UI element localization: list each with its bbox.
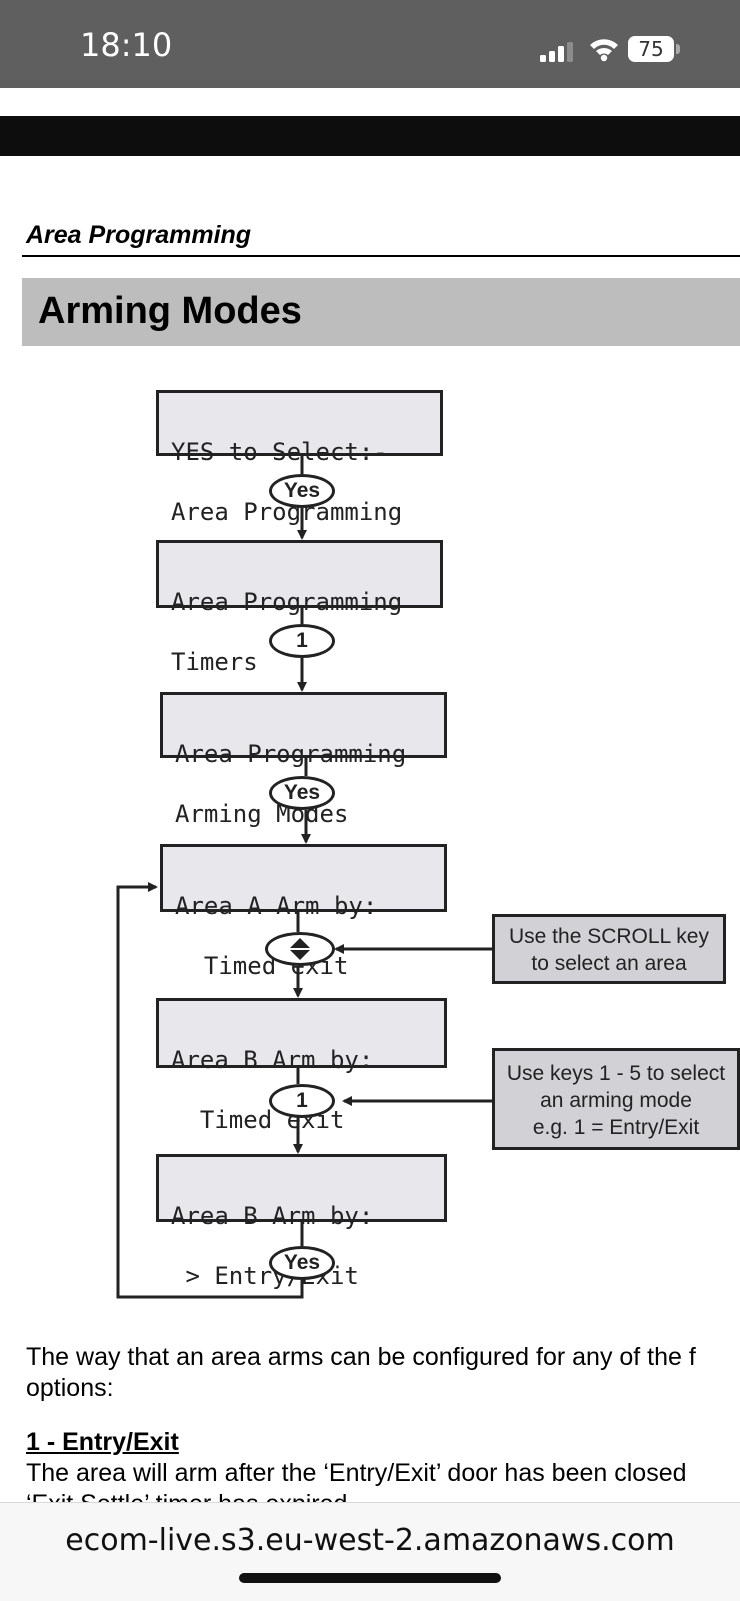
page-title: Arming Modes — [38, 290, 302, 332]
lcd-screen: Area Programming Arming Modes — [160, 692, 447, 826]
lcd-screen: Area B Arm by: > Entry/Exit — [156, 1154, 447, 1288]
scroll-key-icon — [265, 932, 335, 966]
lcd-line: Area B Arm by: — [171, 1046, 374, 1074]
note-line: an arming mode — [540, 1089, 692, 1112]
lcd-screen: YES to Select:- Area Programming — [156, 390, 443, 524]
page-header-bar — [0, 116, 740, 156]
status-time: 18:10 — [80, 26, 173, 64]
section-label: Area Programming — [26, 221, 252, 249]
note-line: e.g. 1 = Entry/Exit — [532, 1116, 700, 1139]
url-text[interactable]: ecom-live.s3.eu-west-2.amazonaws.com — [65, 1523, 675, 1558]
yes-key: Yes — [269, 1246, 335, 1280]
number-key: 1 — [269, 1084, 335, 1118]
lcd-line: Area Programming — [175, 740, 407, 768]
battery-tip — [676, 44, 680, 54]
intro-paragraph-line: options: — [26, 1374, 114, 1402]
section-divider — [22, 255, 740, 257]
lcd-line: Arming Modes — [175, 800, 349, 828]
note-line: Use the SCROLL key — [509, 925, 709, 948]
flowchart-connectors — [116, 456, 493, 1299]
yes-key: Yes — [269, 776, 335, 810]
lcd-screen: Area A Arm by: Timed exit — [160, 844, 447, 978]
lcd-line: Timed exit — [175, 952, 349, 980]
note-line: to select an area — [531, 952, 687, 975]
status-bar: 18:10 75 — [0, 0, 740, 88]
heading-band: Arming Modes — [22, 278, 740, 346]
wifi-icon — [590, 39, 618, 62]
lcd-line: YES to Select:- — [171, 438, 388, 466]
intro-paragraph-line: The way that an area arms can be configu… — [26, 1343, 696, 1371]
status-icons: 75 — [540, 34, 690, 66]
lcd-line: Timers — [171, 648, 258, 676]
number-key: 1 — [269, 624, 335, 658]
flowchart: YES to Select:- Area Programming Yes Are… — [116, 390, 740, 1299]
scroll-note: Use the SCROLL key to select an area — [492, 914, 726, 984]
option-description-line: The area will arm after the ‘Entry/Exit’… — [26, 1459, 687, 1487]
battery-icon: 75 — [628, 36, 682, 64]
lcd-screen: Area B Arm by: Timed exit — [156, 998, 447, 1132]
lcd-screen: Area Programming Timers — [156, 540, 443, 674]
battery-level: 75 — [628, 36, 674, 62]
yes-key: Yes — [269, 474, 335, 508]
lcd-line: Area A Arm by: — [175, 892, 378, 920]
note-line: Use keys 1 - 5 to select — [506, 1062, 726, 1085]
cellular-signal-icon — [540, 42, 573, 62]
home-indicator[interactable] — [239, 1573, 501, 1583]
arming-mode-note: Use keys 1 - 5 to select an arming mode … — [492, 1048, 740, 1150]
lcd-line: Area Programming — [171, 588, 403, 616]
option-title: 1 - Entry/Exit — [26, 1428, 179, 1456]
browser-address-bar[interactable]: ecom-live.s3.eu-west-2.amazonaws.com — [0, 1502, 740, 1601]
lcd-line: Area B Arm by: — [171, 1202, 374, 1230]
